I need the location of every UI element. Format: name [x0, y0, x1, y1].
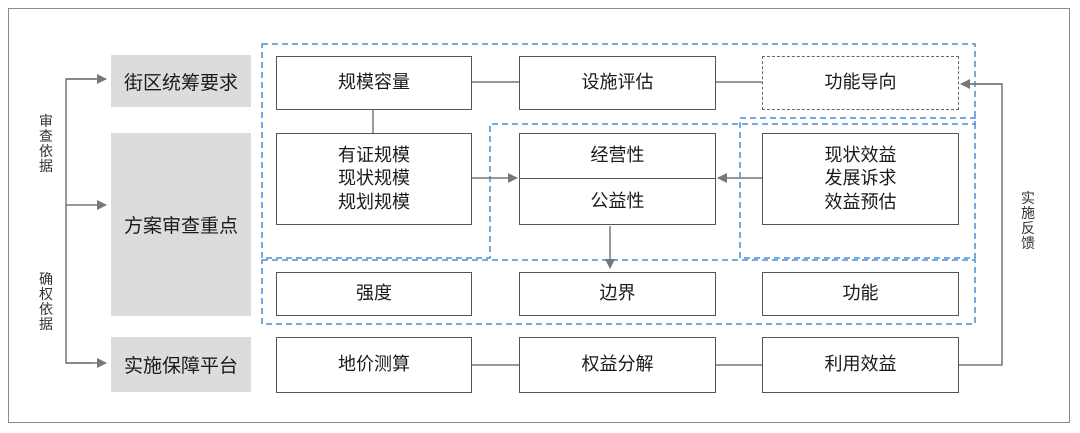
- box-facility-eval: 设施评估: [519, 56, 716, 110]
- scale-line-current: 现状规模: [338, 168, 410, 190]
- box-utilization-benefit: 利用效益: [762, 337, 959, 393]
- dashed-group-bottom: [261, 259, 976, 325]
- operating-label: 经营性: [520, 134, 715, 179]
- scale-line-certified: 有证规模: [338, 144, 410, 166]
- label-review-basis: 审查依据: [38, 114, 54, 175]
- box-boundary: 边界: [519, 272, 716, 316]
- box-benefit: 现状效益 发展诉求 效益预估: [762, 133, 959, 225]
- box-scale: 有证规模 现状规模 规划规模: [276, 133, 472, 225]
- category-block-requirement: 街区统筹要求: [111, 55, 251, 107]
- box-capacity: 规模容量: [276, 56, 472, 110]
- box-land-price: 地价测算: [276, 337, 472, 393]
- category-review-focus: 方案审查重点: [111, 133, 251, 316]
- benefit-line-current: 现状效益: [824, 144, 897, 166]
- benefit-line-demand: 发展诉求: [824, 168, 897, 190]
- box-function: 功能: [762, 272, 959, 316]
- dashed-group-right: [739, 117, 976, 259]
- dashed-group-top: [261, 43, 976, 259]
- box-rights-decomposition: 权益分解: [519, 337, 716, 393]
- feedback-loop-line: [959, 83, 1003, 366]
- left-bracket-line: [65, 78, 96, 364]
- diagram-frame: [8, 8, 1070, 423]
- label-rights-basis: 确权依据: [38, 272, 54, 333]
- scale-line-planned: 规划规模: [338, 191, 410, 213]
- label-implementation-feedback: 实施反馈: [1020, 191, 1036, 252]
- public-welfare-label: 公益性: [590, 190, 645, 212]
- category-implementation-platform: 实施保障平台: [111, 337, 251, 392]
- box-operating-public: 经营性 公益性: [519, 133, 716, 225]
- box-intensity: 强度: [276, 272, 472, 316]
- box-function-orientation: 功能导向: [762, 56, 959, 110]
- benefit-line-estimate: 效益预估: [824, 191, 897, 213]
